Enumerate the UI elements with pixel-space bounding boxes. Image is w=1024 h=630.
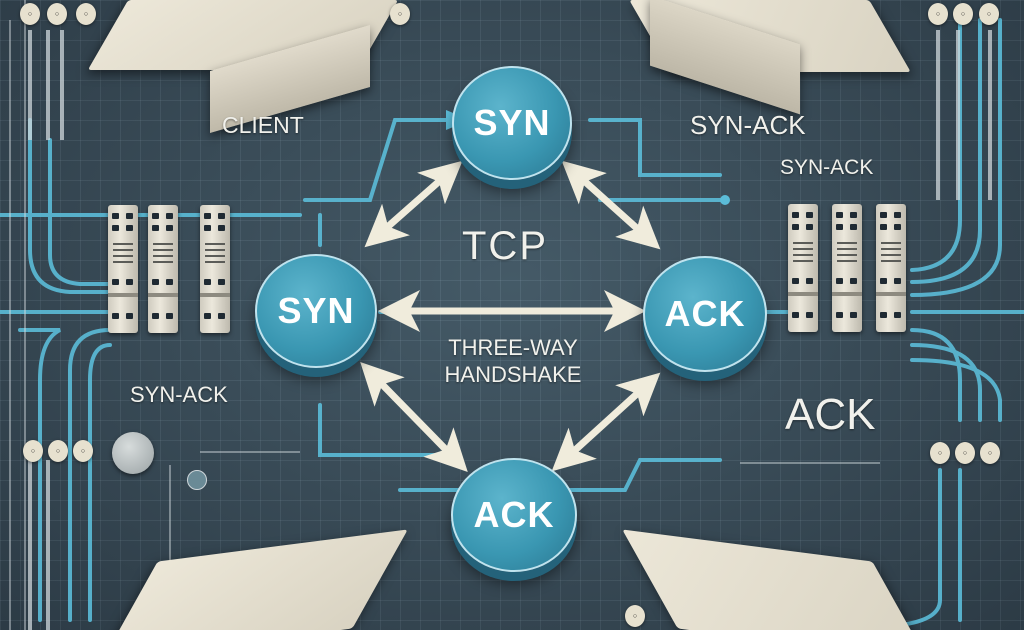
arrow-syn-top-left — [364, 160, 463, 248]
server-rack-icon — [148, 205, 178, 333]
connector-knob-icon: ◦ — [625, 605, 645, 627]
syn-ack-label-right: SYN-ACK — [780, 156, 874, 179]
arrow-syn-top-ack-right — [561, 160, 661, 250]
syn-node-top: SYN — [452, 66, 572, 180]
syn-ack-label-top-right: SYN-ACK — [690, 110, 806, 140]
subtitle-line-2: HANDSHAKE — [444, 362, 582, 387]
arrow-syn-left-ack-bottom — [360, 361, 468, 473]
server-rack-icon — [200, 205, 230, 333]
subtitle-line-1: THREE-WAY — [448, 335, 578, 360]
connector-knob-icon: ◦ — [20, 3, 40, 25]
server-rack-icon — [788, 204, 818, 332]
connector-knob-icon: ◦ — [979, 3, 999, 25]
diagram-subtitle: THREE-WAY HANDSHAKE — [418, 334, 608, 388]
connector-knob-icon: ◦ — [980, 442, 1000, 464]
shield-icon — [187, 470, 207, 490]
client-label: CLIENT — [222, 112, 304, 138]
server-rack-icon — [876, 204, 906, 332]
server-rack-icon — [108, 205, 138, 333]
connector-knob-icon: ◦ — [930, 442, 950, 464]
syn-ack-label-left: SYN-ACK — [130, 382, 228, 407]
syn-node-left: SYN — [255, 254, 377, 368]
ack-node-right: ACK — [643, 256, 767, 372]
ack-label-right: ACK — [785, 390, 876, 439]
syn-node-left-label: SYN — [277, 290, 355, 331]
connector-knob-icon: ◦ — [76, 3, 96, 25]
ack-node-bottom-label: ACK — [473, 494, 555, 535]
gauge-icon — [112, 432, 154, 474]
connector-knob-icon: ◦ — [47, 3, 67, 25]
connector-knob-icon: ◦ — [73, 440, 93, 462]
connector-knob-icon: ◦ — [390, 3, 410, 25]
connector-knob-icon: ◦ — [953, 3, 973, 25]
diagram-title: TCP — [462, 224, 548, 268]
ack-node-bottom: ACK — [451, 458, 577, 572]
server-rack-icon — [832, 204, 862, 332]
arrow-ack-right-ack-bottom — [551, 372, 661, 472]
connector-knob-icon: ◦ — [23, 440, 43, 462]
ack-node-right-label: ACK — [664, 293, 746, 334]
connector-knob-icon: ◦ — [955, 442, 975, 464]
connector-knob-icon: ◦ — [928, 3, 948, 25]
syn-node-top-label: SYN — [473, 102, 551, 143]
connector-knob-icon: ◦ — [48, 440, 68, 462]
